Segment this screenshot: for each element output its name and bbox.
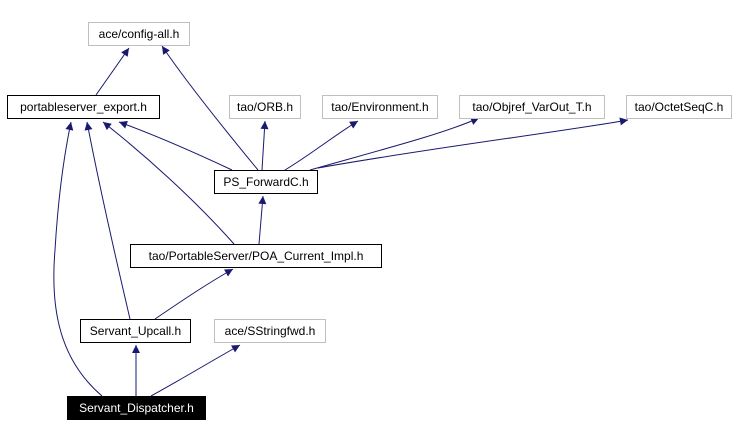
edge-ps-forwardc-to-portableserver-export	[118, 120, 233, 171]
node-orb[interactable]: tao/ORB.h	[229, 95, 301, 119]
node-servant-upcall[interactable]: Servant_Upcall.h	[80, 319, 191, 343]
node-sstringfwd[interactable]: ace/SStringfwd.h	[214, 319, 326, 343]
node-octetseqc[interactable]: tao/OctetSeqC.h	[626, 95, 732, 119]
node-ps-forwardc[interactable]: PS_ForwardC.h	[214, 170, 318, 194]
edge-ps-forwardc-to-objref	[309, 117, 480, 171]
node-objref-varout[interactable]: tao/Objref_VarOut_T.h	[459, 95, 605, 119]
edge-ps-forwardc-to-environment	[284, 120, 359, 171]
edge-servant-upcall-to-portableserver-export	[84, 121, 131, 320]
edge-servant-upcall-to-poa-current-impl	[154, 268, 234, 320]
node-poa-current-impl[interactable]: tao/PortableServer/POA_Current_Impl.h	[130, 244, 382, 268]
node-environment[interactable]: tao/Environment.h	[322, 95, 438, 119]
edge-ps-forwardc-to-octetseq	[317, 117, 629, 169]
node-config-all[interactable]: ace/config-all.h	[88, 22, 190, 46]
node-portableserver-export[interactable]: portableserver_export.h	[7, 95, 160, 119]
edge-servant-dispatcher-to-portableserver-export	[53, 121, 103, 397]
edge-portableserver-export-to-config-all	[95, 47, 130, 96]
edge-servant-dispatcher-to-sstringfwd	[150, 344, 241, 397]
edge-poa-current-impl-to-ps-forwardc	[258, 195, 267, 245]
edge-poa-current-impl-to-portableserver-export	[102, 121, 235, 245]
node-servant-dispatcher[interactable]: Servant_Dispatcher.h	[67, 396, 206, 420]
edge-ps-forwardc-to-config-all	[161, 45, 259, 171]
edges	[53, 45, 629, 397]
edge-ps-forwardc-to-orb	[260, 120, 269, 171]
